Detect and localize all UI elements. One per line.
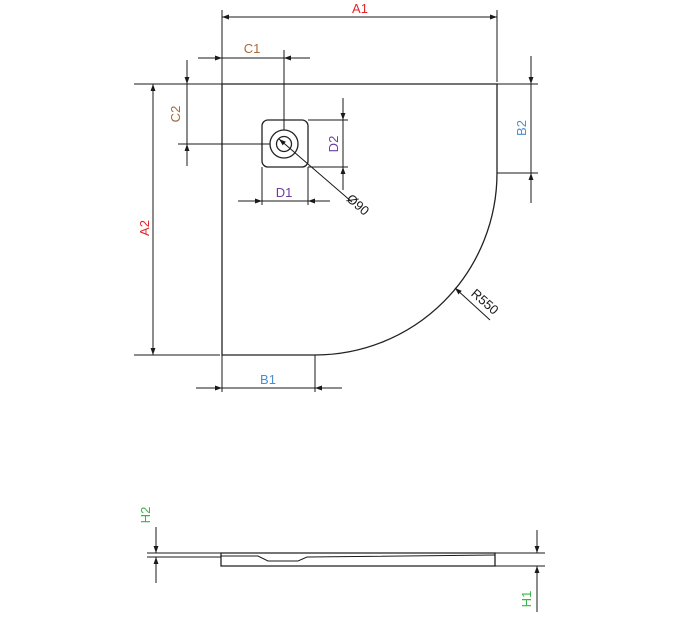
b2-label: B2 [514,120,529,136]
drain-outer-ring [269,129,299,159]
a2-label: A2 [137,220,152,236]
a1-label: A1 [352,1,368,16]
radius-label: R550 [468,286,501,318]
tray-outline [221,83,498,356]
drain-diameter-label: Ø90 [344,191,372,218]
h1-label: H1 [519,591,534,608]
c1-label: C1 [244,41,261,56]
b1-label: B1 [260,372,276,387]
drain-diameter-leader [278,138,353,203]
tray-side-slope [221,554,496,562]
d2-label: D2 [326,136,341,153]
drain-inner-ring [275,135,293,153]
d1-label: D1 [276,185,293,200]
c2-label: C2 [168,106,183,123]
radius-leader [454,287,491,321]
h2-label: H2 [138,507,153,524]
